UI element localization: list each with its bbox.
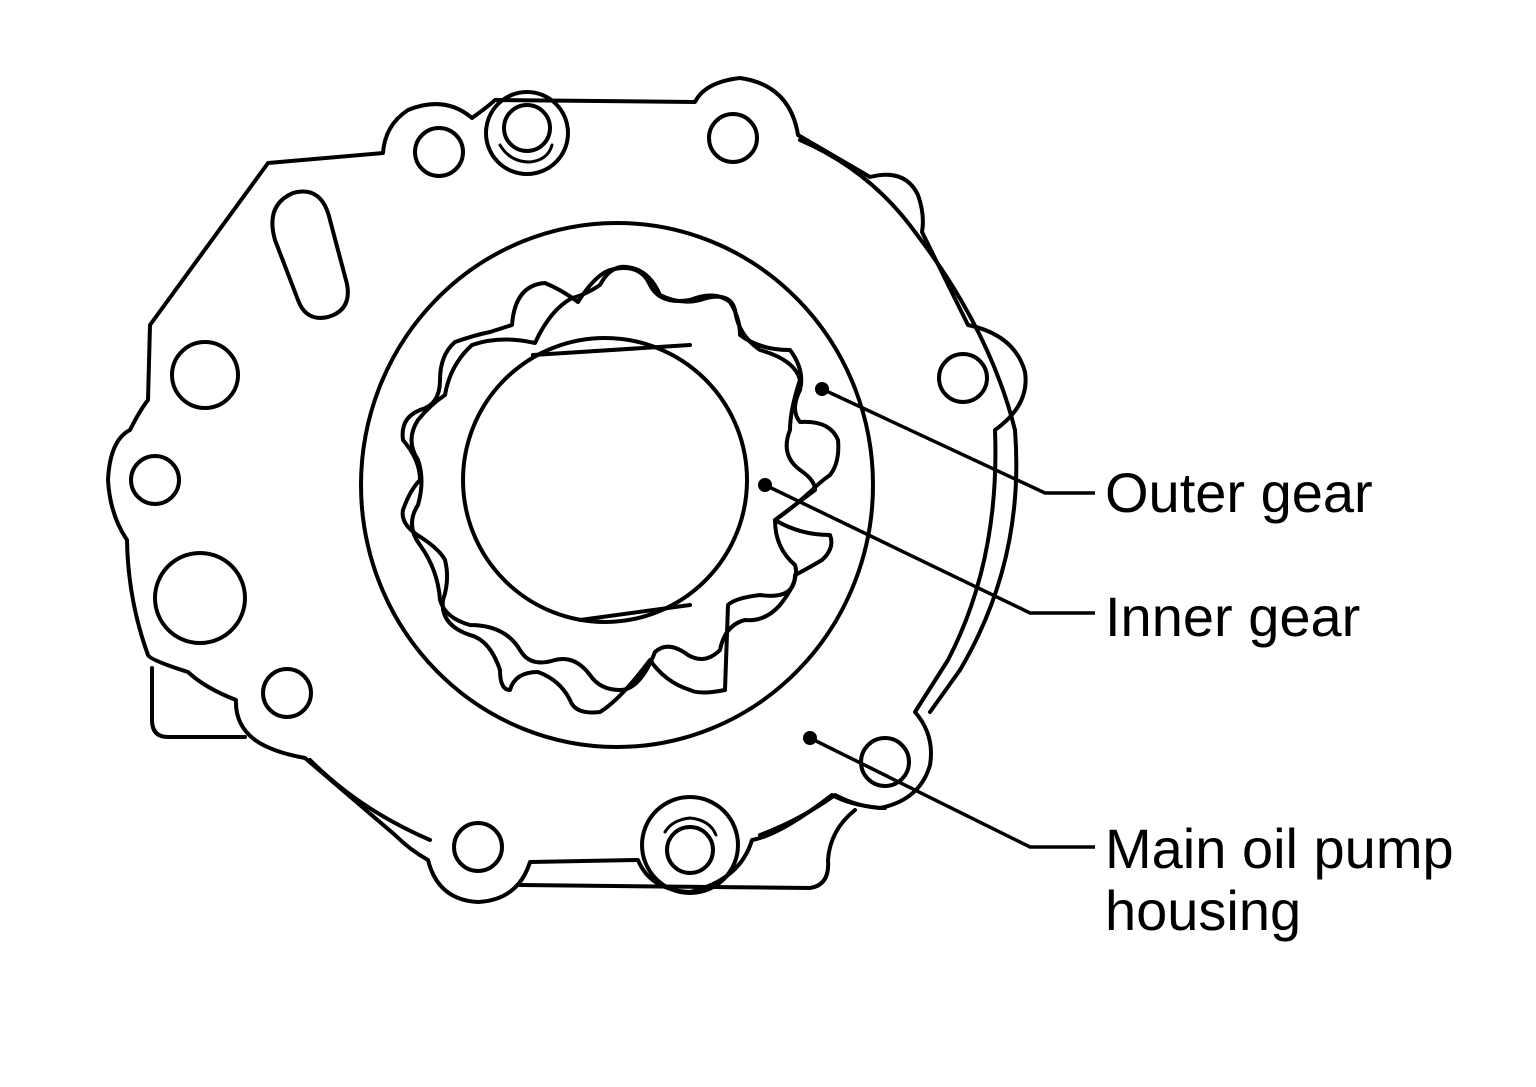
- bolt-hole-left-middle: [129, 454, 181, 506]
- dowel-pin-bottom-outer: [640, 795, 740, 895]
- dowel-pin-top-outer: [484, 90, 570, 176]
- bolt-hole-top-left: [413, 126, 465, 178]
- bolt-hole-lower-right: [859, 736, 911, 788]
- dowel-pin-top-shadow: [498, 143, 554, 164]
- label-housing-line2: housing: [1105, 879, 1301, 942]
- housing-rim-right: [798, 138, 1019, 714]
- bolt-hole-lower-left: [261, 667, 313, 719]
- housing-leader: [809, 736, 1095, 849]
- inner-gear-bore: [461, 336, 749, 624]
- label-outer-gear: Outer gear: [1105, 461, 1373, 524]
- bolt-hole-left-large: [153, 551, 247, 645]
- inner-gear-flat-top: [531, 343, 692, 357]
- inner-gear-leader: [764, 483, 1095, 615]
- housing-gear-bore: [359, 221, 875, 749]
- label-housing-line1: Main oil pump: [1105, 817, 1454, 880]
- bolt-hole-left-upper: [170, 340, 240, 410]
- housing-lower-rim: [518, 808, 857, 890]
- inner-gear-outline: [409, 264, 817, 692]
- bolt-hole-top-right: [707, 112, 759, 164]
- housing-slot: [270, 189, 350, 320]
- outer-gear-leader: [821, 387, 1095, 495]
- housing-back-plate: [150, 666, 247, 739]
- dowel-pin-top-inner: [502, 103, 552, 153]
- bolt-hole-right: [937, 352, 989, 404]
- label-inner-gear: Inner gear: [1105, 585, 1360, 648]
- housing-rim-lower: [308, 758, 432, 842]
- dowel-pin-bottom-rim: [663, 816, 718, 837]
- inner-gear-flat-bottom: [578, 603, 692, 622]
- bolt-hole-bottom-left: [452, 821, 504, 873]
- housing-rim-lower-right: [758, 793, 887, 837]
- dowel-pin-bottom-inner: [665, 825, 715, 875]
